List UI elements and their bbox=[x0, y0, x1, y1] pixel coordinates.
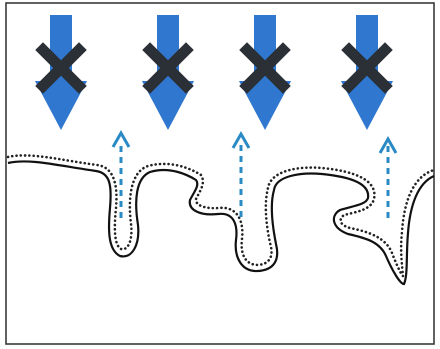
up-arrow-1 bbox=[113, 133, 129, 218]
up-arrow-3 bbox=[380, 139, 396, 218]
down-arrow-1 bbox=[35, 15, 87, 130]
surface-profile-line bbox=[8, 161, 434, 284]
down-arrow-3 bbox=[239, 15, 291, 130]
down-arrow-2 bbox=[142, 15, 194, 130]
down-arrow-4 bbox=[341, 15, 393, 130]
up-arrow-2 bbox=[233, 134, 249, 217]
dotted-coating-line bbox=[8, 155, 434, 276]
